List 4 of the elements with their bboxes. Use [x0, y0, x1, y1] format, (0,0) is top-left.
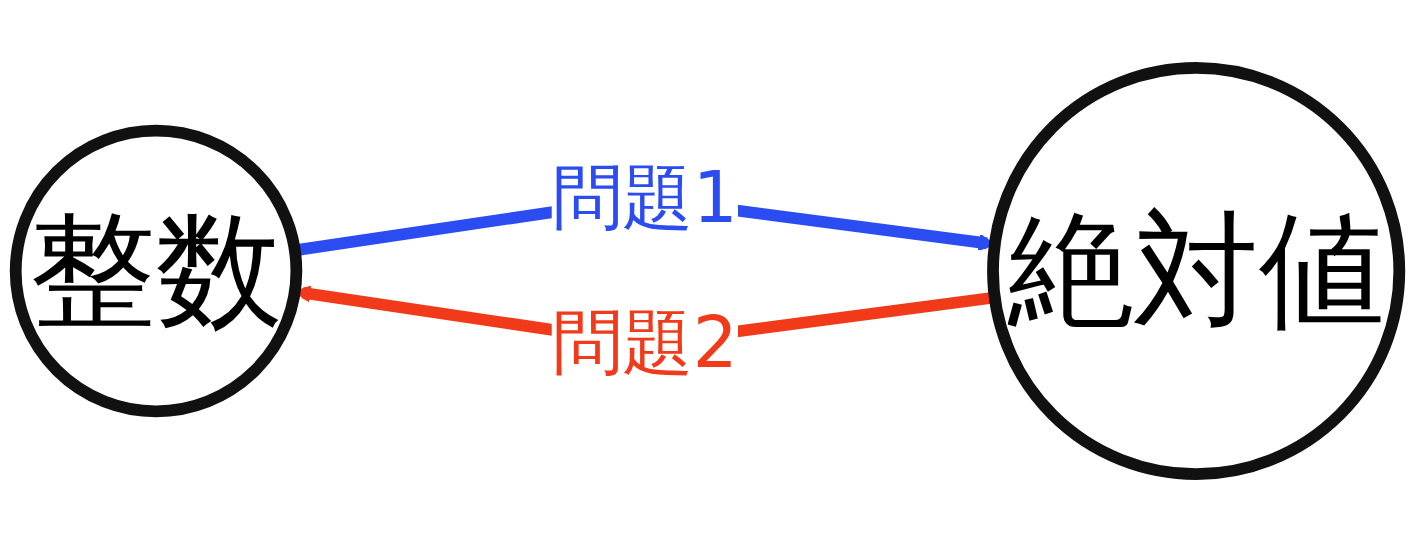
node-circle: 整数 — [9, 124, 303, 418]
edge-label: 問題2 — [551, 302, 738, 383]
node-circle: 絶対値 — [987, 61, 1406, 481]
edge-label: 問題1 — [551, 157, 738, 238]
